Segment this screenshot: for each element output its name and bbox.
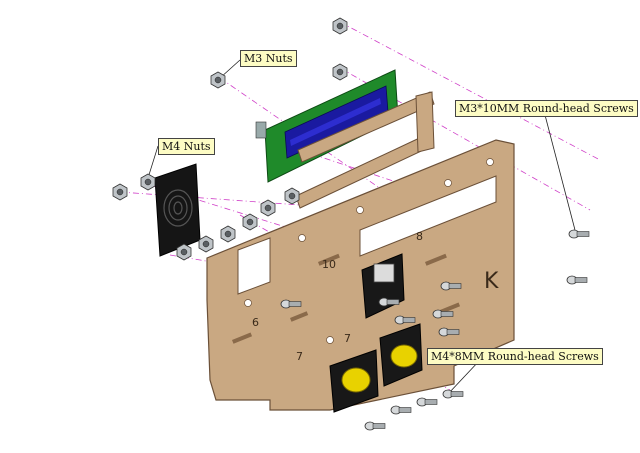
panel-mark-6: 6 [252,316,259,329]
panel-mark-8: 8 [416,230,423,243]
panel-mark-7b: 7 [344,332,351,345]
callout-m3x10-screws: M3*10MM Round-head Screws [455,100,638,117]
callout-leaders [147,59,576,395]
panel-mark-7a: 7 [296,350,303,363]
callout-m3-nuts-text: M3 Nuts [244,52,293,65]
callout-m3x10-screws-text: M3*10MM Round-head Screws [459,102,634,115]
panel-markings: 8 10 7 7 6 K [252,230,499,363]
main-wood-panel [206,139,515,411]
speaker-plate [154,163,201,257]
button-module-right [379,323,423,387]
panel-mark-10: 10 [322,258,336,271]
callout-m4-nuts: M4 Nuts [158,138,215,155]
callout-m4x8-screws-text: M4*8MM Round-head Screws [431,350,599,363]
button-module-left [329,349,379,413]
lcd-frame [295,91,435,209]
callout-m4x8-screws: M4*8MM Round-head Screws [427,348,603,365]
callout-m3-nuts: M3 Nuts [240,50,297,67]
callout-m4-nuts-text: M4 Nuts [162,140,211,153]
lcd-module [255,69,399,183]
panel-mark-k: K [484,269,499,294]
